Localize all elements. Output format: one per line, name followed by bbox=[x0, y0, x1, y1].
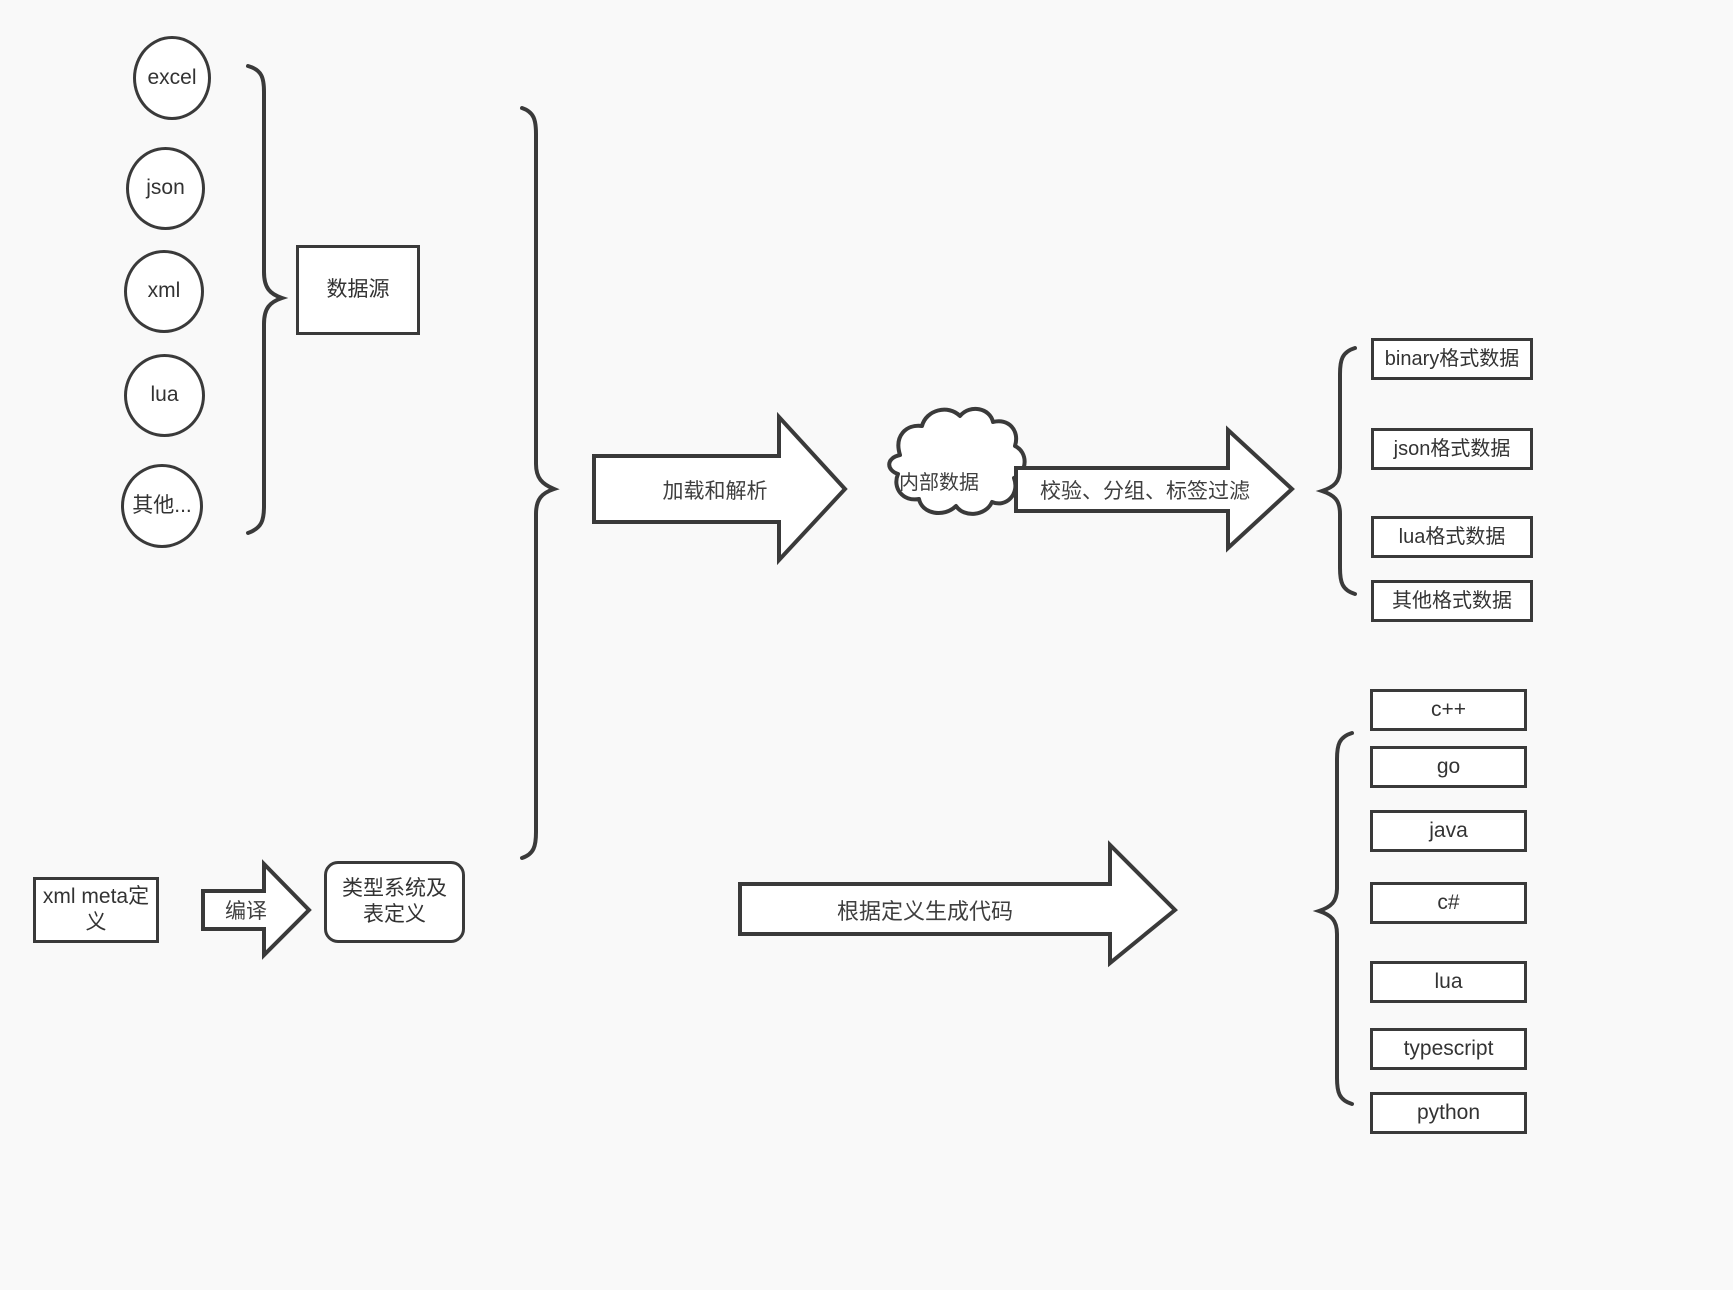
outputs-brace bbox=[1315, 346, 1357, 596]
source-node-label: json bbox=[146, 176, 185, 200]
compile-arrow-label: 编译 bbox=[225, 900, 267, 923]
source-node-xml[interactable]: xml bbox=[124, 250, 204, 333]
language-box-label: c++ bbox=[1430, 697, 1467, 721]
source-node-json[interactable]: json bbox=[126, 147, 205, 230]
output-box-label: json格式数据 bbox=[1393, 437, 1511, 460]
source-node-other[interactable]: 其他... bbox=[121, 464, 203, 548]
source-node-lua[interactable]: lua bbox=[124, 354, 205, 437]
language-box-java[interactable]: java bbox=[1370, 810, 1527, 852]
codegen-arrow bbox=[738, 840, 1178, 968]
language-box-typescript[interactable]: typescript bbox=[1370, 1028, 1527, 1070]
language-box-label: c# bbox=[1437, 890, 1460, 914]
languages-brace bbox=[1312, 731, 1354, 1106]
language-box-go[interactable]: go bbox=[1370, 746, 1527, 788]
validate-filter-arrow-label: 校验、分组、标签过滤 bbox=[1040, 480, 1250, 503]
source-node-excel[interactable]: excel bbox=[133, 36, 211, 120]
data-source-box[interactable]: 数据源 bbox=[296, 245, 420, 335]
language-box-python[interactable]: python bbox=[1370, 1092, 1527, 1134]
language-box-cpp[interactable]: c++ bbox=[1370, 689, 1527, 731]
codegen-arrow-label: 根据定义生成代码 bbox=[836, 899, 1013, 924]
xml-meta-box[interactable]: xml meta定义 bbox=[33, 877, 159, 943]
language-box-label: typescript bbox=[1403, 1036, 1494, 1060]
source-node-label: xml bbox=[147, 279, 181, 303]
language-box-lua[interactable]: lua bbox=[1370, 961, 1527, 1003]
load-parse-arrow bbox=[592, 411, 848, 566]
load-parse-arrow-label: 加载和解析 bbox=[662, 480, 768, 503]
language-box-label: lua bbox=[1434, 969, 1463, 993]
output-box-label: lua格式数据 bbox=[1398, 525, 1506, 548]
xml-meta-label: xml meta定义 bbox=[42, 884, 150, 934]
source-node-label: 其他... bbox=[132, 493, 192, 517]
validate-filter-arrow bbox=[1014, 425, 1295, 553]
internal-data-label: 内部数据 bbox=[899, 471, 979, 494]
output-box-label: binary格式数据 bbox=[1384, 347, 1520, 370]
output-box-json[interactable]: json格式数据 bbox=[1371, 428, 1533, 470]
output-box-other[interactable]: 其他格式数据 bbox=[1371, 580, 1533, 622]
type-system-label: 类型系统及表定义 bbox=[342, 876, 447, 926]
internal-data-cloud bbox=[887, 406, 1027, 516]
type-system-box[interactable]: 类型系统及表定义 bbox=[324, 861, 465, 943]
language-box-csharp[interactable]: c# bbox=[1370, 882, 1527, 924]
source-node-label: excel bbox=[147, 65, 197, 89]
output-box-binary[interactable]: binary格式数据 bbox=[1371, 338, 1533, 380]
output-box-label: 其他格式数据 bbox=[1392, 589, 1512, 612]
language-box-label: python bbox=[1416, 1100, 1481, 1124]
pipeline-input-brace bbox=[520, 106, 560, 860]
output-box-lua[interactable]: lua格式数据 bbox=[1371, 516, 1533, 558]
sources-brace bbox=[246, 64, 289, 535]
source-node-label: lua bbox=[150, 383, 179, 407]
data-source-label: 数据源 bbox=[326, 277, 390, 301]
compile-arrow bbox=[201, 859, 312, 960]
language-box-label: java bbox=[1429, 818, 1468, 842]
language-box-label: go bbox=[1436, 754, 1461, 778]
